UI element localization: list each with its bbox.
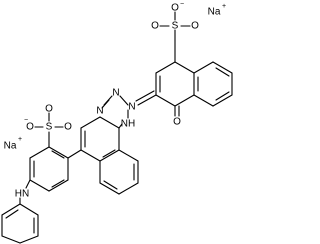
left-sulfonate-bonds [34, 112, 64, 148]
chemical-structure-diagram: S O O O − Na + O N N N NH [1, 1, 233, 244]
top-sulfonate-o-left: O [151, 21, 159, 32]
azo-nitrogen-3: N [96, 106, 103, 117]
left-sulfonate-o-minus: O [26, 122, 34, 133]
top-sodium-charge: + [222, 3, 226, 10]
left-sodium-charge: + [18, 136, 22, 143]
top-right-ring-bonds [135, 29, 233, 117]
top-sulfonate-o-right: O [191, 21, 199, 32]
top-minus-charge: − [180, 1, 184, 8]
azo-nitrogen-2: N [128, 102, 135, 113]
left-sodium: Na [4, 141, 17, 152]
azo-nitrogen-1: N [112, 88, 119, 99]
left-sulfonate-s: S [46, 122, 53, 133]
top-sulfonate-o-minus: O [171, 3, 179, 14]
bottom-phenyl-bonds [1, 203, 39, 244]
hydrazo-nh: NH [121, 119, 135, 130]
left-sulfonate-o-right: O [64, 122, 72, 133]
azo-chain-bonds [101, 95, 129, 119]
left-phenyl-bonds [29, 146, 82, 192]
anilino-hn: HN [15, 189, 29, 200]
anilino-bonds [19, 179, 31, 205]
central-naphthalene-bonds [80, 116, 139, 195]
left-minus-charge: − [24, 117, 28, 124]
top-sodium: Na [208, 7, 221, 18]
top-sulfonate-bonds [159, 11, 191, 27]
left-sulfonate-o-top: O [45, 104, 53, 115]
top-sulfonate-s: S [172, 21, 179, 32]
structure-drawing: S O O O − Na + O N N N NH [1, 1, 233, 244]
ketone-oxygen: O [173, 117, 181, 128]
